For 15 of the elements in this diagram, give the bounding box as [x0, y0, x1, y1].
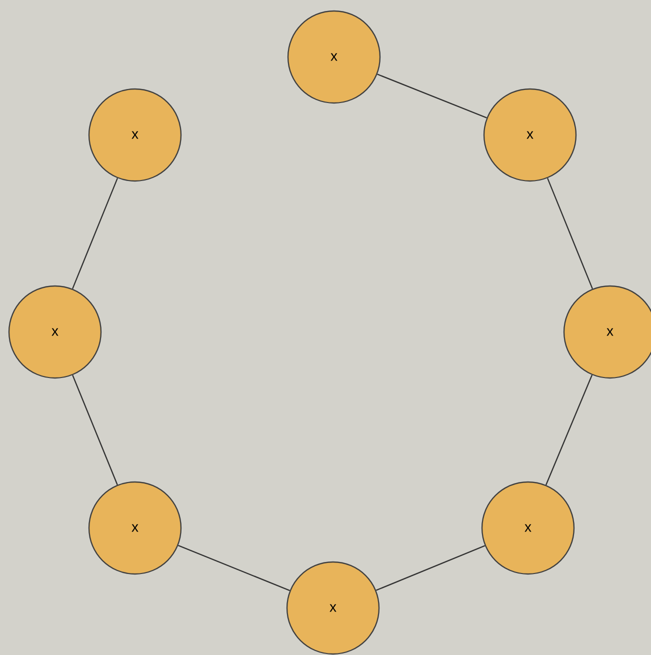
circle-node: x [287, 10, 381, 104]
circle-node: x [88, 88, 182, 182]
connector-line [376, 545, 486, 591]
circle-node: x [88, 481, 182, 575]
circle-node: x [8, 285, 102, 379]
connector-line [72, 178, 118, 290]
circle-node: x [481, 481, 575, 575]
connector-line [546, 178, 594, 290]
connector-line [377, 74, 487, 118]
connector-line [178, 544, 290, 592]
circle-node: x [563, 285, 651, 379]
circle-node: x [483, 88, 577, 182]
connector-line [545, 374, 593, 486]
circle-node: x [286, 561, 380, 655]
connector-line [72, 374, 118, 486]
